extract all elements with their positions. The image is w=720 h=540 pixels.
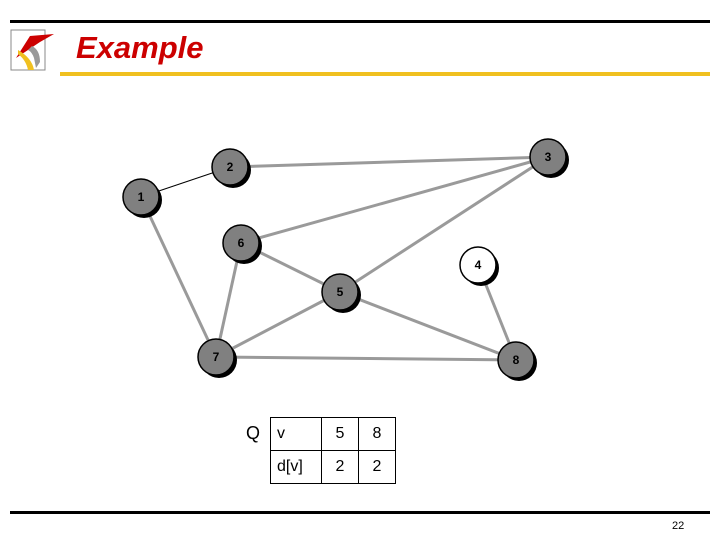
nodes-layer: 1 2 3 4 5 6 7 8: [122, 138, 569, 381]
slide-title: Example: [76, 30, 204, 65]
queue-row-distance: d[v] 2 2: [270, 450, 396, 484]
node-circle: [497, 341, 535, 379]
node-circle: [321, 273, 359, 311]
node-label: 1: [138, 190, 145, 204]
graph-node-8: 8: [497, 341, 537, 381]
node-circle: [211, 148, 249, 186]
node-label: 8: [513, 353, 520, 367]
graph-edge-7-8: [215, 355, 517, 362]
graph-node-7: 7: [197, 338, 237, 378]
node-circle: [122, 178, 160, 216]
graph-edge-1-7: [139, 196, 218, 358]
graph-node-6: 6: [222, 224, 262, 264]
bottom-rule: [10, 511, 710, 514]
graph-edge-6-3: [240, 155, 549, 245]
queue-cell-d: 2: [321, 450, 359, 484]
node-label: 7: [213, 350, 220, 364]
node-label: 5: [337, 285, 344, 299]
graph-node-4: 4: [459, 246, 499, 286]
node-label: 3: [545, 150, 552, 164]
queue-cell-v: 5: [321, 417, 359, 451]
queue-table: v 5 8 d[v] 2 2: [270, 417, 396, 484]
node-label: 2: [227, 160, 234, 174]
node-circle: [197, 338, 235, 376]
node-label: 6: [238, 236, 245, 250]
queue-header-d: d[v]: [270, 450, 322, 484]
graph-node-1: 1: [122, 178, 162, 218]
node-label: 4: [475, 258, 482, 272]
graph-node-5: 5: [321, 273, 361, 313]
university-logo-icon: [10, 28, 58, 74]
node-circle: [222, 224, 260, 262]
queue-cell-d: 2: [358, 450, 396, 484]
graph-edge-5-7: [215, 290, 341, 359]
title-underline: [60, 72, 710, 76]
graph-edge-2-3: [229, 155, 549, 169]
node-circle: [459, 246, 497, 284]
queue-label: Q: [246, 423, 261, 443]
graph-diagram: 1 2 3 4 5 6 7 8: [122, 138, 569, 381]
page-number: 22: [672, 520, 685, 532]
queue-header-v: v: [270, 417, 322, 451]
queue-row-vertex: v 5 8: [270, 417, 396, 451]
top-rule: [10, 20, 710, 23]
graph-node-2: 2: [211, 148, 251, 188]
graph-edge-5-3: [339, 155, 549, 294]
node-circle: [529, 138, 567, 176]
graph-edge-5-8: [339, 290, 517, 362]
graph-node-3: 3: [529, 138, 569, 178]
queue-cell-v: 8: [358, 417, 396, 451]
